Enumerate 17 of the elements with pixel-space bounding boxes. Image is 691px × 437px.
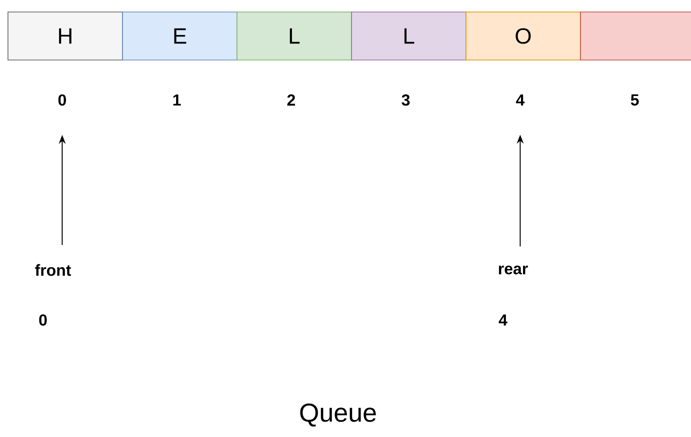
array-cell: L [351, 12, 466, 60]
pointer-value: 0 [39, 314, 47, 326]
array-cell: O [466, 12, 581, 60]
array-cell: E [122, 12, 238, 60]
pointer-label: front [35, 264, 72, 276]
index-label: 1 [173, 94, 181, 106]
array-cell [580, 12, 691, 60]
index-label: 0 [58, 94, 66, 106]
caption: Queue [300, 403, 376, 427]
index-label: 3 [402, 94, 410, 106]
index-label: 2 [287, 94, 295, 106]
array-cell: H [8, 12, 123, 60]
index-label: 4 [516, 94, 525, 106]
array-cell: L [236, 12, 352, 60]
pointer-value: 4 [498, 314, 508, 326]
index-label: 5 [630, 94, 639, 106]
pointer-label: rear [498, 266, 528, 274]
